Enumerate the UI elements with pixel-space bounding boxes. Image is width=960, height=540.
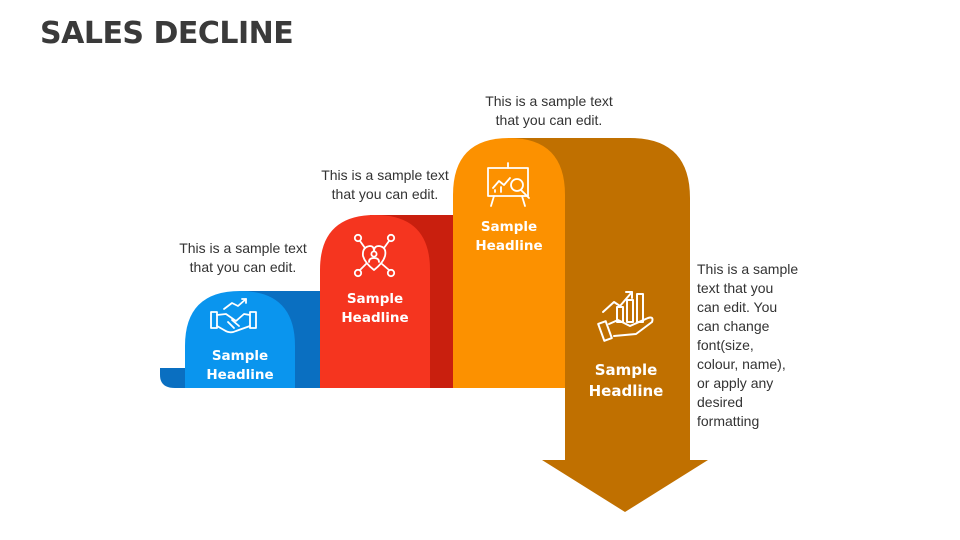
step-2-caption-line-2: that you can edit. bbox=[331, 186, 439, 202]
step-4-caption-line: font(size, bbox=[697, 337, 754, 353]
step-1-headline: Sample Headline bbox=[185, 347, 295, 385]
step-2-headline: Sample Headline bbox=[320, 290, 430, 328]
handshake-icon bbox=[210, 298, 257, 334]
step-4-caption-line: can edit. You bbox=[697, 299, 778, 315]
step-4-caption-line: can change bbox=[697, 318, 770, 334]
step-3-caption-line-2: that you can edit. bbox=[495, 112, 603, 128]
step-3-headline-line-2: Headline bbox=[475, 238, 543, 254]
page-title: SALES DECLINE bbox=[40, 16, 294, 51]
step-3-headline: Sample Headline bbox=[453, 218, 565, 256]
hand-growth-chart-icon bbox=[597, 291, 654, 342]
step-4-caption-line: or apply any bbox=[697, 375, 774, 391]
step-1-caption-line-2: that you can edit. bbox=[189, 259, 297, 275]
step-1-panel bbox=[185, 291, 295, 388]
step-2-headline-line-1: Sample bbox=[346, 291, 404, 307]
step-4-caption: This is a sample text that you can edit.… bbox=[697, 260, 827, 431]
step-2-panel bbox=[320, 215, 430, 388]
step-1-headline-line-2: Headline bbox=[206, 367, 274, 383]
step-2-caption-line-1: This is a sample text bbox=[321, 167, 449, 183]
step-3-headline-line-1: Sample bbox=[480, 219, 538, 235]
presentation-analysis-icon bbox=[487, 162, 530, 207]
step-4-caption-line: colour, name), bbox=[697, 356, 786, 372]
step-1-caption-line-1: This is a sample text bbox=[179, 240, 307, 256]
step-4-caption-line: This is a sample bbox=[697, 261, 799, 277]
step-4-headline-line-2: Headline bbox=[588, 382, 664, 400]
heart-network-icon bbox=[353, 233, 396, 278]
step-4-headline: Sample Headline bbox=[565, 360, 687, 402]
base-curl bbox=[160, 368, 190, 388]
step-2-caption: This is a sample text that you can edit. bbox=[310, 166, 460, 204]
step-4-caption-line: formatting bbox=[697, 413, 760, 429]
step-4-caption-line: text that you bbox=[697, 280, 774, 296]
step-3-caption-line-1: This is a sample text bbox=[485, 93, 613, 109]
step-2-headline-line-2: Headline bbox=[341, 310, 409, 326]
step-3-caption: This is a sample text that you can edit. bbox=[474, 92, 624, 130]
step-1-caption: This is a sample text that you can edit. bbox=[168, 239, 318, 277]
step-4-caption-line: desired bbox=[697, 394, 743, 410]
step-1-headline-line-1: Sample bbox=[211, 348, 269, 364]
step-3-panel bbox=[453, 138, 565, 388]
step-4-headline-line-1: Sample bbox=[594, 361, 658, 379]
